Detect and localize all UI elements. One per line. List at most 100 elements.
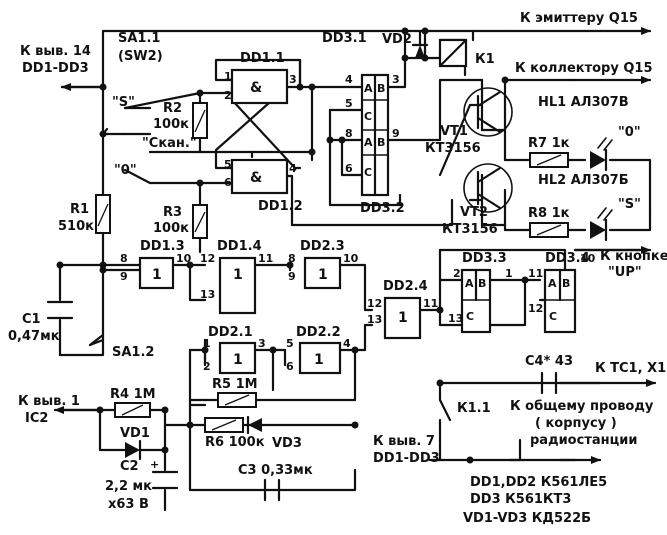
label-k1: К1: [475, 52, 495, 67]
switch-dd3-1: A B C A B C: [360, 73, 390, 197]
pin-number: 2: [453, 267, 461, 280]
label-dd31: DD3.1: [322, 31, 367, 46]
pin-number: 13: [448, 312, 463, 325]
label-c1-value: 0,47мк: [8, 329, 60, 344]
led-hl2: [590, 207, 613, 242]
capacitor-c1: [46, 300, 74, 320]
label-dd13: DD1.3: [140, 239, 185, 254]
transistor-vt1: [463, 87, 513, 137]
net-ic2-pin1: К выв. 1: [18, 394, 80, 409]
pin-number: 5: [286, 337, 294, 350]
label-dd11: DD1.1: [240, 51, 285, 66]
label-b: B: [377, 82, 385, 95]
pin-number: 9: [120, 270, 128, 283]
gate-dd1-3: 1: [138, 256, 175, 290]
led-hl1: [590, 137, 613, 172]
pin-numbers: 1 2 3 5 6 4 4 5 8 6 3 9 8 9 10 12 13 11 …: [120, 70, 596, 373]
pin-number: 8: [345, 127, 353, 140]
diode-vd1: [125, 439, 142, 461]
label-c2: С2: [120, 459, 139, 474]
gate-symbol: 1: [233, 352, 243, 368]
pin-number: 11: [423, 297, 438, 310]
pin-number: 4: [345, 73, 353, 86]
label-dd34: DD3.4: [545, 251, 590, 266]
label-dd33: DD3.3: [462, 251, 507, 266]
label-sa12: SA1.2: [112, 345, 154, 360]
label-c4: С4* 43: [525, 354, 573, 369]
pin-number: 6: [345, 162, 353, 175]
label-hl1: HL1 АЛ307В: [538, 95, 629, 110]
junction-dots: [56, 27, 529, 464]
pin-number: 3: [392, 73, 400, 86]
gate-dd2-1: 1: [218, 341, 257, 375]
gate-symbol: 1: [314, 352, 324, 368]
label-a: A: [364, 82, 373, 95]
label-r3: R3: [163, 205, 182, 220]
resistor-r2: [192, 102, 208, 139]
label-pos-0: "0": [114, 163, 137, 178]
label-hl2: HL2 АЛ307Б: [538, 173, 629, 188]
label-r2-value: 100к: [153, 117, 189, 132]
label-vt1: VT1: [440, 124, 468, 139]
label-c: C: [364, 110, 372, 123]
label-r6: R6 100к: [205, 435, 265, 450]
switch-sa1: [88, 106, 152, 347]
legend-line-2: DD3 К561КТ3: [470, 492, 571, 507]
label-vt1-type: КТ3156: [425, 141, 481, 156]
gate-symbol: 1: [233, 267, 243, 283]
label-vt2-type: КТ3156: [442, 222, 498, 237]
legend-line-1: DD1,DD2 К561ЛЕ5: [470, 475, 607, 490]
wiring: [58, 29, 652, 512]
relay-contact-k11: [438, 398, 452, 422]
label-dd12: DD1.2: [258, 199, 303, 214]
label-c: C: [466, 310, 474, 323]
label-vd2: VD2: [382, 32, 412, 47]
net-common-wire: К общему проводу: [510, 399, 654, 414]
pin-number: 2: [224, 89, 232, 102]
label-a: A: [465, 277, 474, 290]
pin-number: 10: [580, 252, 596, 265]
diode-vd2: [411, 29, 429, 58]
label-dd21: DD2.1: [208, 325, 253, 340]
switch-dd3-3: A B C: [460, 268, 492, 334]
gate-symbol: 1: [318, 267, 328, 283]
pin-number: 12: [367, 297, 382, 310]
net-common-radio: радиостанции: [530, 433, 637, 448]
svg-text:+: +: [150, 458, 159, 471]
net-common-body: ( корпусу ): [535, 416, 617, 431]
label-r2: R2: [163, 101, 182, 116]
pin-number: 3: [258, 337, 266, 350]
label-hl1-mark: "0": [618, 125, 641, 140]
label-vd3: VD3: [272, 436, 302, 451]
label-pos-s: "S": [112, 95, 135, 110]
label-dd22: DD2.2: [296, 325, 341, 340]
legend-line-3: VD1-VD3 КД522Б: [463, 511, 591, 526]
label-dd23: DD2.3: [300, 239, 345, 254]
pin-number: 4: [343, 337, 351, 350]
pin-number: 9: [392, 127, 400, 140]
net-ground-pin7: К выв. 7: [373, 434, 435, 449]
pin-number: 5: [345, 97, 353, 110]
gate-dd2-2: 1: [298, 341, 342, 375]
capacitor-c4: [540, 371, 558, 395]
pin-number: 8: [120, 252, 128, 265]
pin-number: 12: [200, 252, 215, 265]
label-b: B: [562, 277, 570, 290]
transistor-vt2: [463, 163, 513, 213]
pin-number: 6: [286, 360, 294, 373]
resistor-r5: [217, 392, 257, 408]
net-up-label: "UP": [608, 265, 642, 280]
gate-dd2-3: 1: [303, 256, 342, 290]
net-collector-q15: К коллектору Q15: [515, 61, 653, 76]
label-c: C: [549, 310, 557, 323]
label-c2-voltage: х63 В: [108, 497, 149, 512]
label-r7: R7 1к: [528, 136, 570, 151]
gate-dd1-1: &: [230, 68, 289, 105]
label-b: B: [478, 277, 486, 290]
label-r5: R5 1М: [212, 377, 258, 392]
label-dd14: DD1.4: [217, 239, 262, 254]
diode-vd3: [246, 415, 262, 435]
pin-number: 1: [224, 70, 232, 83]
resistor-r6: [204, 417, 244, 433]
pin-number: 2: [203, 360, 211, 373]
